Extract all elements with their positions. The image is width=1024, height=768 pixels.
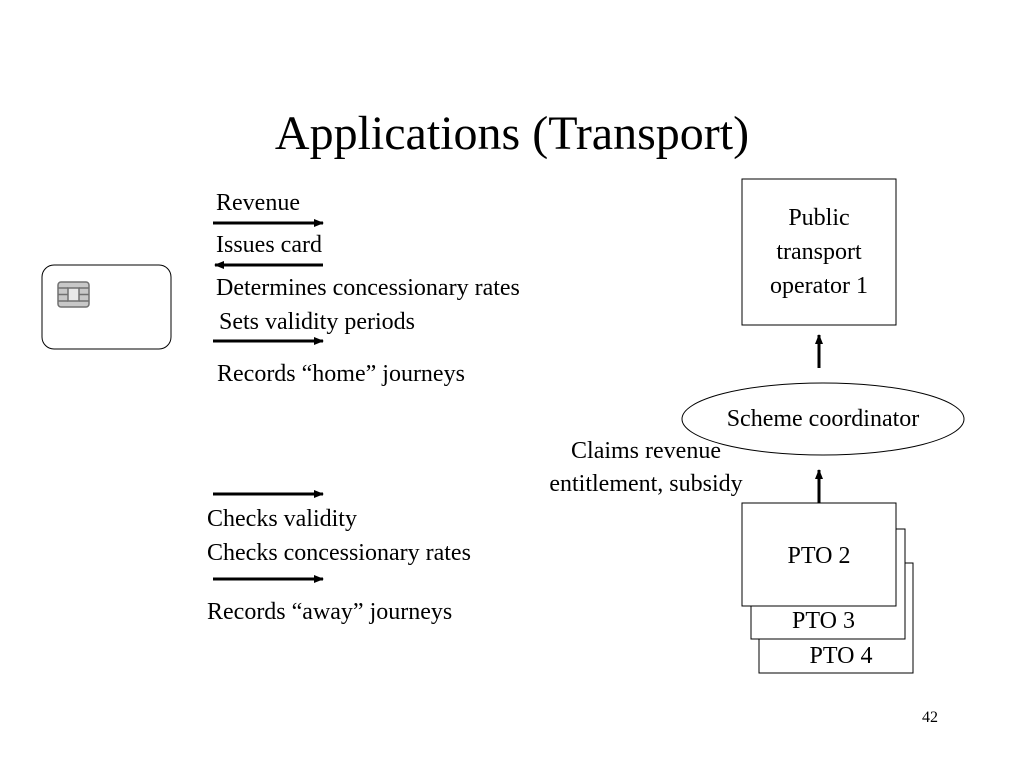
issues-card-label: Issues card xyxy=(216,232,322,258)
pto1-label-line2: transport xyxy=(776,239,862,265)
sets-validity-label: Sets validity periods xyxy=(219,309,415,335)
pto2-box xyxy=(741,502,897,607)
claims-label-line1: Claims revenue xyxy=(571,438,721,464)
pto1-label-line1: Public xyxy=(788,205,850,231)
records-home-label: Records “home” journeys xyxy=(217,361,465,387)
coordinator-ellipse xyxy=(681,382,965,456)
coordinator-label: Scheme coordinator xyxy=(726,406,920,432)
records-away-label: Records “away” journeys xyxy=(207,599,453,625)
pto3-label: PTO 3 xyxy=(792,608,855,634)
claims-label-line2: entitlement, subsidy xyxy=(549,471,743,497)
smartcard-chip-icon xyxy=(57,281,90,308)
slide-number: 42 xyxy=(922,709,938,726)
pto1-label: Public transport operator 1 xyxy=(742,201,896,303)
pto1-box xyxy=(741,178,897,326)
determines-rates-label: Determines concessionary rates xyxy=(216,275,520,301)
pto2-label: PTO 2 xyxy=(787,543,851,569)
pto1-label-line3: operator 1 xyxy=(770,273,868,299)
slide-title: Applications (Transport) xyxy=(274,107,750,160)
checks-rates-label: Checks concessionary rates xyxy=(207,540,471,566)
revenue-label: Revenue xyxy=(216,190,300,216)
checks-validity-label: Checks validity xyxy=(207,506,357,532)
pto4-label: PTO 4 xyxy=(809,643,873,669)
